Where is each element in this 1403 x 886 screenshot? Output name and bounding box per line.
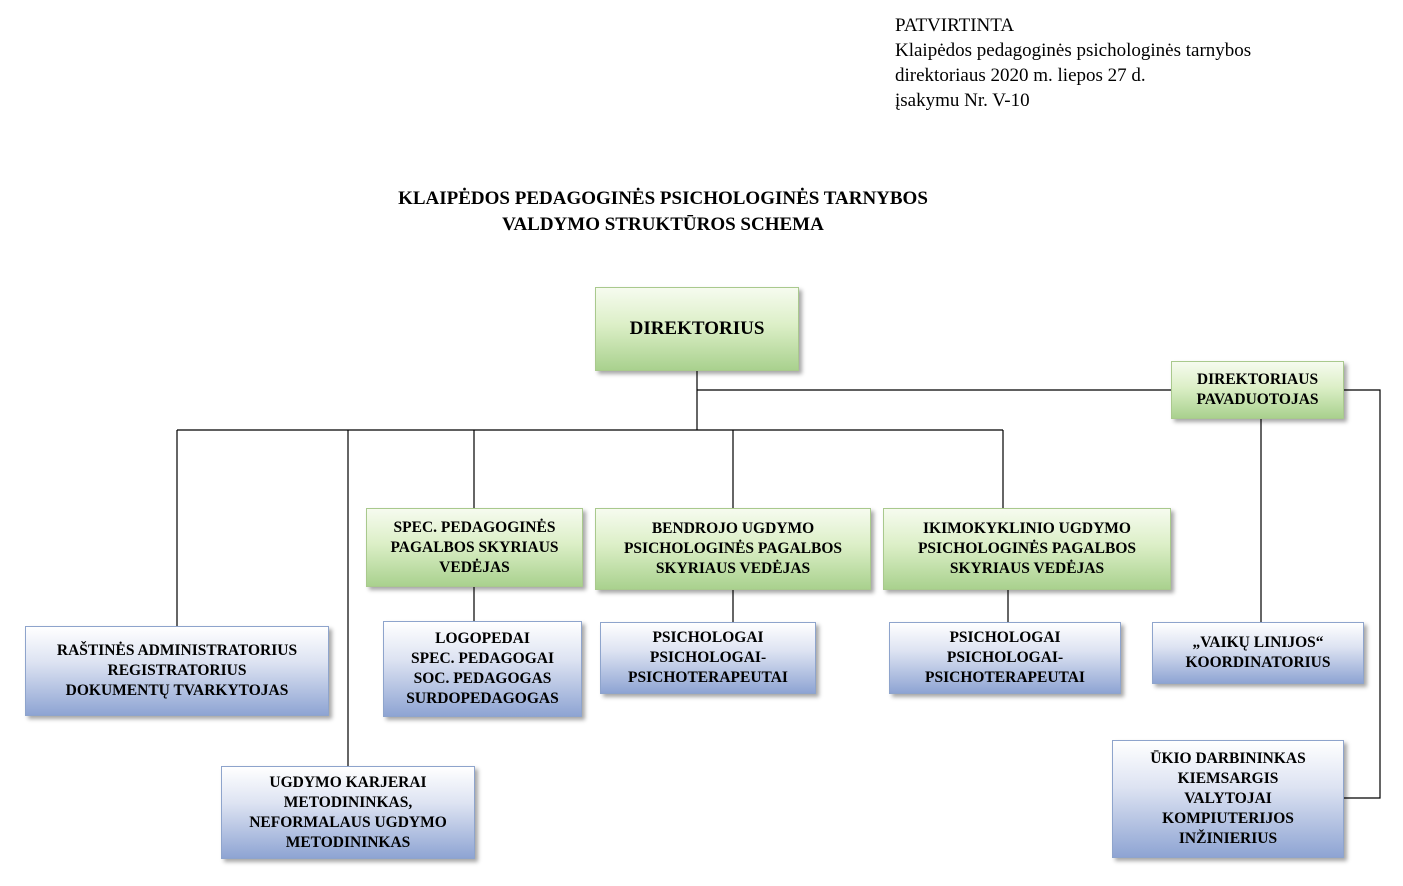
maintenance-staff-box: ŪKIO DARBININKAS KIEMSARGIS VALYTOJAI KO… xyxy=(1112,740,1344,858)
career-methodist-box: UGDYMO KARJERAI METODININKAS, NEFORMALAU… xyxy=(221,766,475,859)
approval-line: Klaipėdos pedagoginės psichologinės tarn… xyxy=(895,40,1252,61)
general-edu-head-box: BENDROJO UGDYMO PSICHOLOGINĖS PAGALBOS S… xyxy=(595,508,871,590)
box-line: IKIMOKYKLINIO UGDYMO xyxy=(923,520,1131,537)
box-line: SOC. PEDAGOGAS xyxy=(413,670,552,687)
approval-line: PATVIRTINTA xyxy=(895,15,1015,36)
box-line: KIEMSARGIS xyxy=(1177,770,1279,787)
box-line: VALYTOJAI xyxy=(1184,790,1272,807)
box-line: NEFORMALAUS UGDYMO xyxy=(249,813,447,831)
approval-stamp: PATVIRTINTA Klaipėdos pedagoginės psicho… xyxy=(895,13,1251,113)
box-line: DIREKTORIAUS xyxy=(1196,371,1319,388)
box-line: PAVADUOTOJAS xyxy=(1196,391,1319,408)
connector-line xyxy=(1344,389,1381,799)
box-line: ŪKIO DARBININKAS xyxy=(1150,750,1306,767)
preschool-edu-head-box: IKIMOKYKLINIO UGDYMO PSICHOLOGINĖS PAGAL… xyxy=(883,508,1171,590)
title-line: VALDYMO STRUKTŪROS SCHEMA xyxy=(502,214,824,235)
box-line: PAGALBOS SKYRIAUS xyxy=(390,538,559,556)
box-line: SPEC. PEDAGOGINĖS xyxy=(393,518,556,536)
box-line: PSICHOLOGAI xyxy=(652,629,764,646)
box-line: KOMPIUTERIJOS xyxy=(1162,810,1294,827)
box-line: PSICHOLOGAI- xyxy=(946,649,1064,666)
box-line: BENDROJO UGDYMO xyxy=(651,520,815,537)
box-line: KOORDINATORIUS xyxy=(1185,654,1331,671)
box-line: PSICHOLOGINĖS PAGALBOS xyxy=(623,540,843,557)
box-line: PSICHOTERAPEUTAI xyxy=(628,669,788,686)
approval-line: įsakymu Nr. V-10 xyxy=(895,90,1030,111)
children-line-coordinator-box: „VAIKŲ LINIJOS“ KOORDINATORIUS xyxy=(1152,622,1364,684)
approval-line: direktoriaus 2020 m. liepos 27 d. xyxy=(895,65,1146,86)
box-line: SKYRIAUS VEDĖJAS xyxy=(655,560,811,577)
director-box: DIREKTORIUS xyxy=(595,287,799,371)
box-line: PSICHOLOGAI- xyxy=(649,649,767,666)
box-line: RAŠTINĖS ADMINISTRATORIUS xyxy=(56,642,298,659)
box-line: INŽINIERIUS xyxy=(1178,830,1278,847)
box-line: PSICHOLOGINĖS PAGALBOS xyxy=(917,540,1137,557)
title-line: KLAIPĖDOS PEDAGOGINĖS PSICHOLOGINĖS TARN… xyxy=(398,188,928,209)
box-line: REGISTRATORIUS xyxy=(107,662,247,679)
box-line: UGDYMO KARJERAI xyxy=(269,773,427,791)
speech-therapists-box: LOGOPEDAI SPEC. PEDAGOGAI SOC. PEDAGOGAS… xyxy=(383,621,582,717)
document-title: KLAIPĖDOS PEDAGOGINĖS PSICHOLOGINĖS TARN… xyxy=(310,186,1016,238)
box-line: SKYRIAUS VEDĖJAS xyxy=(949,560,1105,577)
box-line: PSICHOTERAPEUTAI xyxy=(925,669,1085,686)
box-line: DIREKTORIUS xyxy=(629,318,765,339)
general-psychologists-box: PSICHOLOGAI PSICHOLOGAI- PSICHOTERAPEUTA… xyxy=(600,622,816,694)
box-line: DOKUMENTŲ TVARKYTOJAS xyxy=(65,682,289,699)
box-line: LOGOPEDAI xyxy=(435,630,530,647)
preschool-psychologists-box: PSICHOLOGAI PSICHOLOGAI- PSICHOTERAPEUTA… xyxy=(889,622,1121,694)
box-line: SURDOPEDAGOGAS xyxy=(406,690,559,707)
box-line: „VAIKŲ LINIJOS“ xyxy=(1192,634,1324,651)
deputy-director-box: DIREKTORIAUS PAVADUOTOJAS xyxy=(1171,361,1344,419)
box-line: METODININKAS, xyxy=(283,793,413,811)
box-line: VEDĖJAS xyxy=(439,558,510,576)
box-line: SPEC. PEDAGOGAI xyxy=(411,650,554,667)
spec-ped-head-box: SPEC. PEDAGOGINĖS PAGALBOS SKYRIAUS VEDĖ… xyxy=(366,508,583,587)
office-admin-box: RAŠTINĖS ADMINISTRATORIUS REGISTRATORIUS… xyxy=(25,626,329,716)
box-line: PSICHOLOGAI xyxy=(949,629,1061,646)
box-line: METODININKAS xyxy=(285,833,411,851)
